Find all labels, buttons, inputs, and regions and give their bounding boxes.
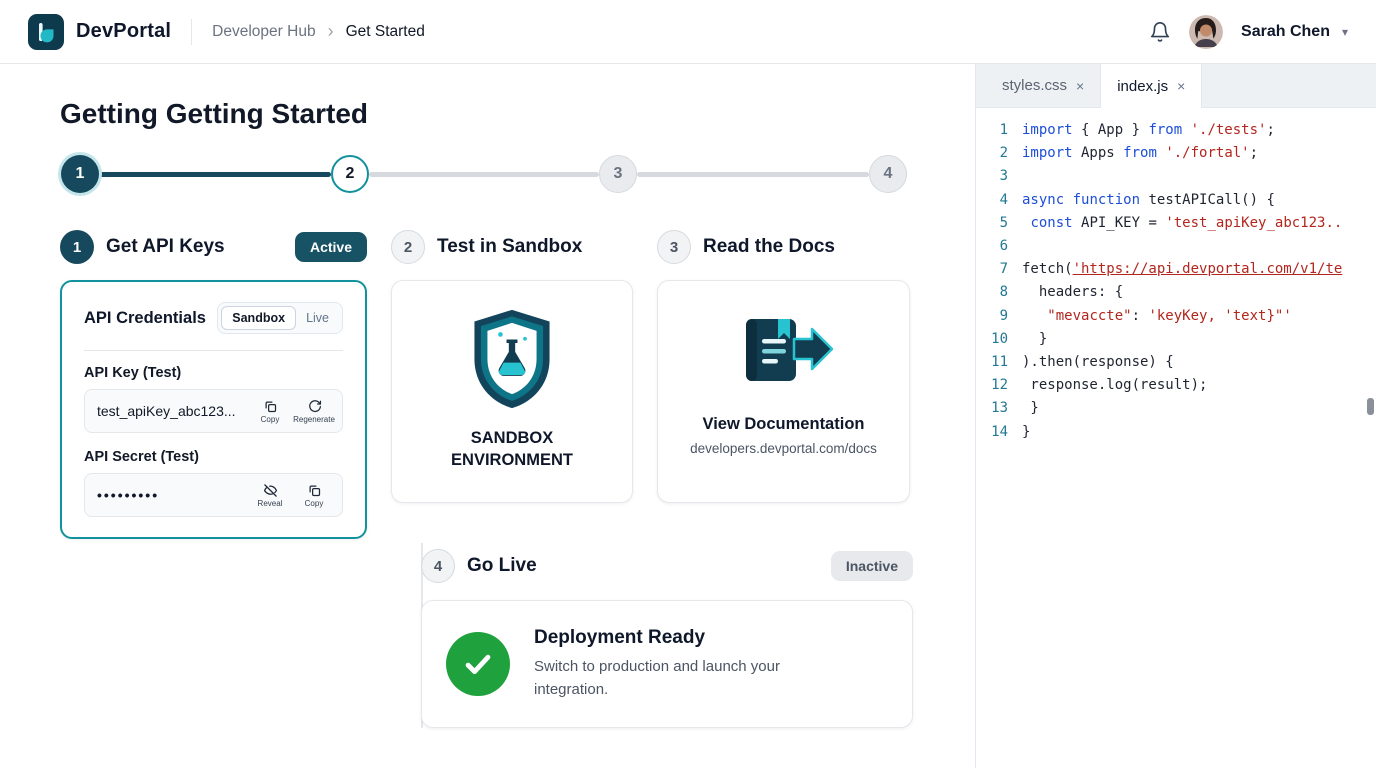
documentation-card-title: View Documentation	[703, 413, 865, 435]
header-divider	[191, 19, 192, 45]
deployment-card-title: Deployment Ready	[534, 627, 834, 649]
step-4-chip: 4	[421, 549, 455, 583]
code-line: 13 }	[976, 397, 1376, 420]
copy-icon	[263, 399, 278, 414]
close-icon[interactable]: ×	[1076, 78, 1084, 94]
code-line: 8 headers: {	[976, 281, 1376, 304]
api-secret-value: •••••••••	[97, 487, 248, 503]
breadcrumb: Developer Hub › Get Started	[212, 21, 425, 42]
card-divider	[84, 350, 343, 351]
api-secret-label: API Secret (Test)	[84, 449, 343, 465]
regenerate-key-button[interactable]: Regenerate	[292, 397, 336, 426]
code-line: 11).then(response) {	[976, 351, 1376, 374]
eye-off-icon	[263, 483, 278, 498]
brand-title: DevPortal	[76, 20, 171, 43]
progress-stepper: 1 2 3 4	[60, 154, 908, 196]
chevron-right-icon: ›	[328, 21, 334, 42]
breadcrumb-page: Get Started	[346, 23, 425, 41]
status-badge-active: Active	[295, 232, 367, 262]
step-1-section: 1 Get API Keys Active API Credentials Sa…	[60, 228, 367, 539]
code-line: 4async function testAPICall() {	[976, 189, 1376, 212]
sandbox-card: SANDBOX ENVIRONMENT	[391, 280, 633, 503]
chevron-down-icon[interactable]: ▾	[1342, 25, 1348, 39]
step-3-title: Read the Docs	[703, 236, 835, 258]
copy-secret-button[interactable]: Copy	[292, 481, 336, 510]
step-2-title: Test in Sandbox	[437, 236, 582, 258]
reveal-button-label: Reveal	[258, 499, 283, 508]
regenerate-button-label: Regenerate	[293, 415, 335, 424]
breadcrumb-section[interactable]: Developer Hub	[212, 23, 315, 41]
code-line: 12 response.log(result);	[976, 374, 1376, 397]
stepper-circle-2: 2	[331, 155, 369, 193]
tab-index-js[interactable]: index.js ×	[1100, 64, 1202, 108]
step-4-section: 4 Go Live Inactive Deployment Ready Swit…	[421, 547, 913, 728]
code-line: 5 const API_KEY = 'test_apiKey_abc123..	[976, 212, 1376, 235]
api-credentials-card: API Credentials Sandbox Live API Key (Te…	[60, 280, 367, 539]
code-lines[interactable]: 1import { App } from './tests';2import A…	[976, 108, 1376, 768]
toggle-live[interactable]: Live	[296, 306, 339, 330]
reveal-secret-button[interactable]: Reveal	[248, 481, 292, 510]
status-badge-inactive: Inactive	[831, 551, 913, 581]
documentation-card-url: developers.devportal.com/docs	[690, 441, 877, 456]
sandbox-card-title: SANDBOX ENVIRONMENT	[451, 427, 573, 472]
documentation-card[interactable]: View Documentation developers.devportal.…	[657, 280, 910, 503]
page-title: Getting Getting Started	[60, 98, 975, 130]
editor-tab-bar: styles.css × index.js ×	[976, 64, 1376, 108]
copy-icon	[307, 483, 322, 498]
code-line: 3	[976, 165, 1376, 188]
stepper-circle-4: 4	[869, 155, 907, 193]
step-2-section: 2 Test in Sandbox SANDBOX ENVIRONMENT	[391, 228, 633, 539]
toggle-sandbox[interactable]: Sandbox	[221, 306, 296, 330]
close-icon[interactable]: ×	[1177, 78, 1185, 94]
bell-icon	[1149, 21, 1171, 43]
api-key-field[interactable]: test_apiKey_abc123... Copy Regenerate	[84, 389, 343, 433]
stepper-connector	[369, 172, 599, 177]
code-line: 7fetch('https://api.devportal.com/v1/te	[976, 258, 1376, 281]
step-3-section: 3 Read the Docs View Documentation	[657, 228, 910, 539]
credentials-card-title: API Credentials	[84, 309, 206, 328]
tab-label: index.js	[1117, 78, 1168, 95]
code-line: 9 "mevaccte": 'keyKey, 'text}"'	[976, 305, 1376, 328]
editor-scrollbar-thumb[interactable]	[1367, 398, 1374, 415]
tab-label: styles.css	[1002, 77, 1067, 94]
notifications-button[interactable]	[1149, 21, 1171, 43]
api-key-value: test_apiKey_abc123...	[97, 403, 248, 419]
copy-key-button[interactable]: Copy	[248, 397, 292, 426]
code-line: 1import { App } from './tests';	[976, 119, 1376, 142]
api-key-label: API Key (Test)	[84, 365, 343, 381]
stepper-circle-1: 1	[61, 155, 99, 193]
stepper-circle-3: 3	[599, 155, 637, 193]
step-1-chip: 1	[60, 230, 94, 264]
code-line: 2import Apps from './fortal';	[976, 142, 1376, 165]
stepper-connector	[637, 172, 869, 177]
avatar[interactable]	[1189, 15, 1223, 49]
code-editor-panel: styles.css × index.js × 1import { App } …	[975, 64, 1376, 768]
book-arrow-icon	[732, 313, 836, 397]
step-4-title: Go Live	[467, 555, 537, 577]
deployment-card: Deployment Ready Switch to production an…	[421, 600, 913, 728]
tab-styles-css[interactable]: styles.css ×	[986, 64, 1100, 107]
step-2-chip: 2	[391, 230, 425, 264]
code-line: 10 }	[976, 328, 1376, 351]
app-header: DevPortal Developer Hub › Get Started Sa…	[0, 0, 1376, 64]
code-line: 14}	[976, 421, 1376, 444]
deployment-card-text: Switch to production and launch your int…	[534, 656, 834, 701]
regenerate-icon	[307, 399, 322, 414]
stepper-connector-done	[99, 172, 331, 177]
environment-toggle: Sandbox Live	[217, 302, 343, 334]
copy-button-label: Copy	[305, 499, 324, 508]
check-circle	[446, 632, 510, 696]
step-3-chip: 3	[657, 230, 691, 264]
copy-button-label: Copy	[261, 415, 280, 424]
user-name[interactable]: Sarah Chen	[1241, 23, 1330, 41]
app-logo-icon	[28, 14, 64, 50]
code-line: 6	[976, 235, 1376, 258]
api-secret-field[interactable]: ••••••••• Reveal Copy	[84, 473, 343, 517]
step-1-title: Get API Keys	[106, 236, 225, 258]
check-icon	[461, 647, 495, 681]
main-content: Getting Getting Started 1 2 3 4 1 Get AP…	[0, 64, 975, 768]
shield-flask-icon	[465, 307, 559, 411]
